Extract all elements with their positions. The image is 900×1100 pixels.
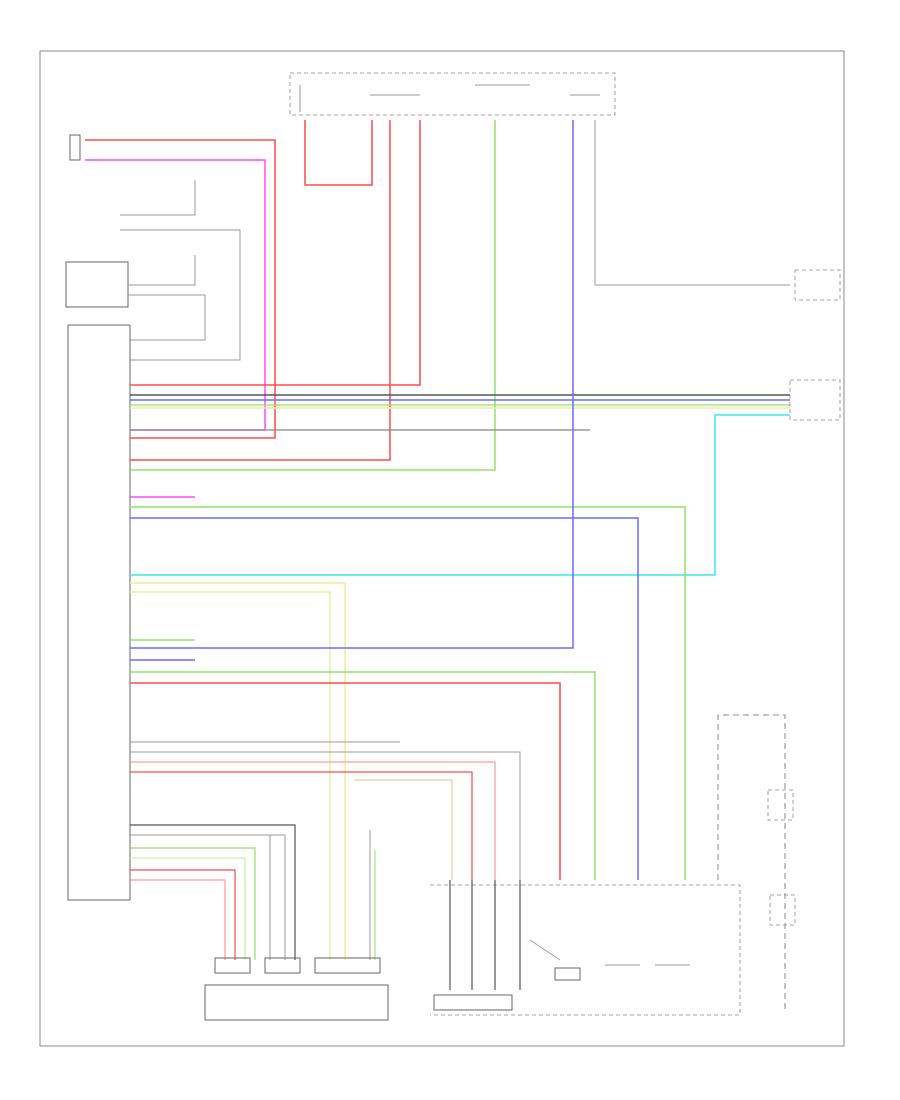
- wire-gray-bundle-2: [130, 751, 521, 880]
- wire-yellow-1: [130, 582, 346, 960]
- wire-blue-mid-1: [130, 120, 574, 649]
- wire-red-lower: [130, 869, 236, 960]
- right-top-component: [794, 269, 841, 301]
- right-upper-component: [789, 379, 841, 421]
- wire-green-mid-2: [130, 671, 596, 880]
- main-connector-outline: [67, 324, 131, 901]
- wire-red-left-upper: [85, 139, 276, 439]
- wire-yellow-low: [355, 779, 453, 880]
- wire-red-lower-2: [130, 879, 226, 960]
- wire-gray-lower-2: [130, 834, 286, 960]
- wire-gray-right-col: [717, 714, 786, 1010]
- wire-blue-long: [130, 517, 639, 880]
- wire-green-lower: [130, 847, 256, 960]
- wire-red-mid: [130, 682, 561, 880]
- wire-dark-stubs: [449, 880, 521, 990]
- top-relay-block: [289, 72, 616, 116]
- wire-red-bus-1: [130, 120, 421, 386]
- right-low-component: [769, 894, 796, 926]
- diagram-frame: [39, 50, 845, 1047]
- wire-red-low-1: [130, 761, 496, 880]
- wire-red-top-loop: [304, 120, 373, 186]
- wire-red-low-2: [130, 771, 473, 880]
- wire-green-bus-1: [130, 120, 496, 471]
- wire-red-bus-2: [130, 120, 391, 461]
- wire-gray-right-top: [594, 120, 790, 286]
- bottom-left-connector: [204, 957, 389, 1021]
- bottom-right-connector: [430, 884, 741, 1016]
- wire-yellow-2: [130, 591, 331, 960]
- wire-cyan: [130, 414, 790, 576]
- wire-dark-lower-1: [130, 824, 296, 960]
- wire-green-long: [130, 506, 686, 880]
- left-switch-components: [65, 134, 241, 361]
- right-mid-component: [767, 789, 794, 821]
- wire-green-lower-2: [130, 857, 246, 960]
